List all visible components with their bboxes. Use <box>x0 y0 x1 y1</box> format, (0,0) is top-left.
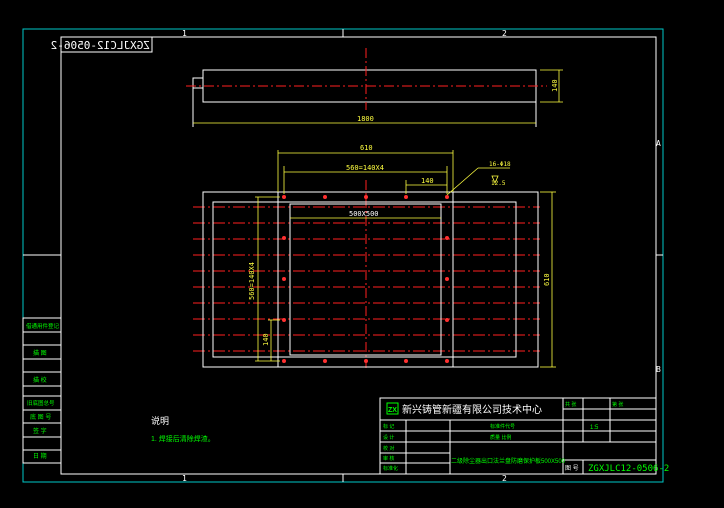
red-grid-lines <box>193 206 540 352</box>
zone-bottom-2: 2 <box>502 474 507 483</box>
tb-drawing-no: ZGXJLC12-0506-2 <box>588 464 669 474</box>
zone-bottom-1: 1 <box>182 474 187 483</box>
top-height-dim: 140 <box>551 79 559 92</box>
roughness-symbol <box>491 175 499 185</box>
strip-label-1: 描 图 <box>33 349 47 357</box>
company-logo <box>386 402 399 415</box>
plan-left-spacing-dim: 560=140X4 <box>248 262 256 300</box>
notes-item-1: 1. 焊接后清除焊渣。 <box>151 434 215 443</box>
bolt-hole <box>323 195 327 199</box>
plan-view: 610 560=140X4 140 16-Φ18 12.5 500X500 56… <box>193 144 556 368</box>
inner-plate <box>212 201 517 358</box>
mirrored-number-box <box>60 36 153 53</box>
opening-dim: 500X500 <box>349 210 379 218</box>
zone-right-a: A <box>656 139 661 148</box>
tb-left-1: 设 计 <box>383 434 394 441</box>
tb-left-0: 标 记 <box>383 423 394 430</box>
plan-left-pitch-dim: 140 <box>262 333 270 346</box>
tb-left-4: 标准化 <box>383 465 398 472</box>
zone-right-b: B <box>656 365 661 374</box>
bolt-hole <box>445 195 449 199</box>
tb-mid-row1: 标准件代号 <box>490 423 515 430</box>
strip-label-3: 旧底图总号 <box>27 399 55 407</box>
tb-right-label-1: 第 张 <box>612 401 623 408</box>
zone-top-2: 2 <box>502 29 507 38</box>
tb-part-name: 二级除尘器出口法兰盘防磨保护板500X500 <box>451 457 566 465</box>
top-view: 1800 140 <box>186 48 563 127</box>
strip-label-2: 描 校 <box>33 376 47 384</box>
hole-note: 16-Φ18 <box>489 161 511 168</box>
bolt-hole <box>445 318 449 322</box>
plan-spacing-dim: 560=140X4 <box>346 164 384 172</box>
strip-label-4: 底 图 号 <box>30 413 51 421</box>
zone-top-1: 1 <box>182 29 187 38</box>
plan-dimensions <box>255 150 556 368</box>
strip-label-6: 日 期 <box>33 452 47 460</box>
bolt-hole <box>445 359 449 363</box>
strip-label-5: 签 字 <box>33 427 47 435</box>
bolt-hole <box>323 359 327 363</box>
bolt-hole <box>282 236 286 240</box>
left-strip: 借通用件登记 描 图 描 校 旧底图总号 底 图 号 签 字 日 期 <box>22 317 62 464</box>
bolt-hole <box>282 277 286 281</box>
strip-label-0: 借通用件登记 <box>26 322 60 330</box>
notes-title: 说明 <box>151 415 169 426</box>
bolt-hole <box>445 277 449 281</box>
bolt-hole <box>364 195 368 199</box>
tb-scale: 1:5 <box>590 425 599 431</box>
title-block: ZX 新兴铸管新疆有限公司技术中心 标 记 设 计 校 对 审 核 标准化 标准… <box>379 397 669 475</box>
bolt-hole <box>445 236 449 240</box>
tb-drawing-no-label: 图 号 <box>565 465 579 472</box>
company-logo-text: ZX <box>388 407 397 414</box>
bolt-hole <box>404 195 408 199</box>
plan-pitch-dim: 140 <box>421 177 434 185</box>
roughness-value: 12.5 <box>491 180 506 187</box>
mirrored-drawing-number: ZGXJLC12-0506-2 <box>51 39 150 52</box>
top-view-end-left <box>192 77 204 89</box>
flange <box>277 191 454 368</box>
bolt-hole <box>364 359 368 363</box>
bolt-hole <box>404 359 408 363</box>
bolt-holes <box>282 195 449 363</box>
plan-height-dim: 610 <box>543 273 551 286</box>
tb-left-2: 校 对 <box>383 445 394 452</box>
tb-mid-row2: 质量 比例 <box>490 434 511 441</box>
tb-right-label-0: 共 张 <box>565 401 576 408</box>
plan-width-dim: 610 <box>360 144 373 152</box>
zone-ticks <box>23 29 663 482</box>
opening <box>289 203 442 356</box>
bolt-hole <box>282 318 286 322</box>
bolt-hole <box>282 359 286 363</box>
tb-left-3: 审 核 <box>383 455 394 462</box>
top-length-dim: 1800 <box>357 115 374 123</box>
company-name: 新兴铸管新疆有限公司技术中心 <box>402 403 542 416</box>
bolt-hole <box>282 195 286 199</box>
